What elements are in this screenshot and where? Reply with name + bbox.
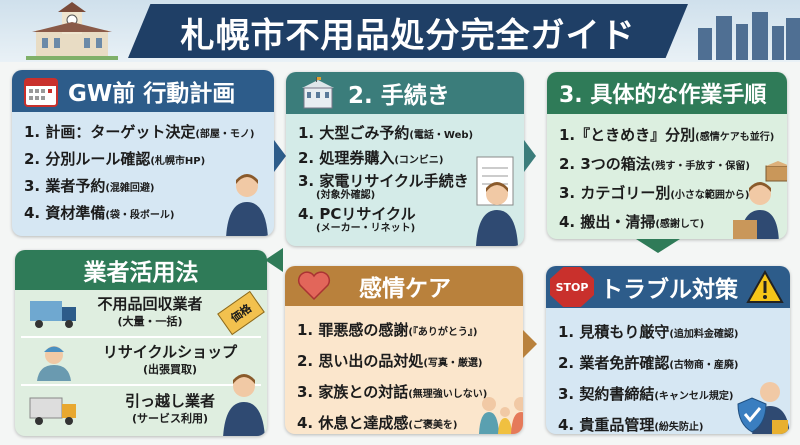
list-item: 4. 休息と達成感(ご褒美を) [297,414,458,432]
list-item: リサイクルショップ(出張買取) [21,338,261,386]
panel-title: 業者活用法 [83,260,199,286]
panel-emotional-care: 感情ケア 1. 罪悪感の感謝(『ありがとう』) 2. 思い出の品対処(写真・厳選… [285,266,523,434]
list-item: 4. 搬出・清掃(感謝して) [559,213,705,231]
warning-icon [746,270,784,303]
list-item: 1. 罪悪感の感謝(『ありがとう』) [297,321,478,339]
staff-thumbs-up-icon [223,374,265,436]
list-item: 2. 業者免許確認(古物商・産廃) [558,354,739,372]
panel-vendors: 業者活用法 不用品回収業者(大量・一括) 価格 リサイクルショップ(出張買取) … [15,250,267,436]
panel-action-plan: GW前 行動計画 1. 計画：ターゲット決定(部屋・モノ) 2. 分別ルール確認… [12,70,274,236]
flow-arrow [524,140,536,172]
page-title: 札幌市不用品処分完全ガイド [180,16,636,56]
calendar-icon [24,78,58,107]
price-tag-icon: 価格 [217,290,265,336]
list-item: 1. 見積もり厳守(追加料金確認) [558,323,739,341]
panel-title: GW前 行動計画 [68,81,236,107]
list-item: 1.『ときめき』分別(感情ケアも並行) [559,126,775,144]
list-item: 3. 契約書締結(キャンセル規定) [558,385,734,403]
city-hall-icon [302,77,334,109]
panel-work-steps: 3. 具体的な作業手順 1.『ときめき』分別(感情ケアも並行) 2. 3つの箱法… [547,72,787,239]
flow-arrow [636,239,680,253]
list-item: 引っ越し業者(サービス利用) [21,386,261,434]
flow-arrow [265,248,283,272]
list-item: 2. 3つの箱法(残す・手放す・保留) [559,155,750,173]
city-skyline-icon [698,12,800,60]
staff-with-box-icon [733,182,779,239]
list-item: 3. 業者予約(混雑回避) [24,177,155,195]
panel-procedures: 2. 手続き 1. 大型ごみ予約(電話・Web) 2. 処理券購入(コンビニ) … [286,72,524,246]
stop-sign-icon: STOP [550,267,594,307]
panel-title: 3. 具体的な作業手順 [559,83,767,108]
list-item: 2. 分別ルール確認(札幌市HP) [24,150,206,168]
shield-lock-icon [737,382,790,434]
list-item: 1. 計画：ターゲット決定(部屋・モノ) [24,123,255,141]
moving-truck-icon [29,397,76,425]
heart-icon [297,271,331,301]
header-banner: 札幌市不用品処分完全ガイド [0,0,800,62]
family-icon [479,397,523,434]
staff-person-icon [226,174,268,236]
list-item: 4. 貴重品管理(紛失防止) [558,416,704,434]
worker-icon [37,346,71,381]
panel-title: 感情ケア [359,276,451,302]
title-bar [128,4,688,58]
list-item: 3. 家族との対話(無理強いしない) [297,383,488,401]
panel-title: 2. 手続き [348,83,450,109]
panel-title: トラブル対策 [600,277,738,303]
list-item: 1. 大型ごみ予約(電話・Web) [298,124,474,142]
flow-arrow [274,140,286,172]
cardboard-box-icon [765,161,787,182]
list-item: 2. 処理券購入(コンビニ) [298,149,444,167]
list-item: 3. カテゴリー別(小さな範囲から) [559,184,750,202]
staff-person-icon [476,182,518,246]
truck-icon [30,301,76,328]
flow-arrow [523,330,537,358]
list-item: 2. 思い出の品対処(写真・厳選) [297,352,483,370]
clock-tower-icon [26,2,118,60]
list-item: 3. 家電リサイクル手続き(対象外確認) [298,172,469,201]
list-item: 不用品回収業者(大量・一括) 価格 [21,290,265,338]
list-item: 4. PCリサイクル(メーカー・リネット) [298,205,416,234]
panel-trouble-prevention: STOP トラブル対策 1. 見積もり厳守(追加料金確認) 2. 業者免許確認(… [546,266,790,434]
list-item: 4. 資材準備(袋・段ボール) [24,204,175,222]
